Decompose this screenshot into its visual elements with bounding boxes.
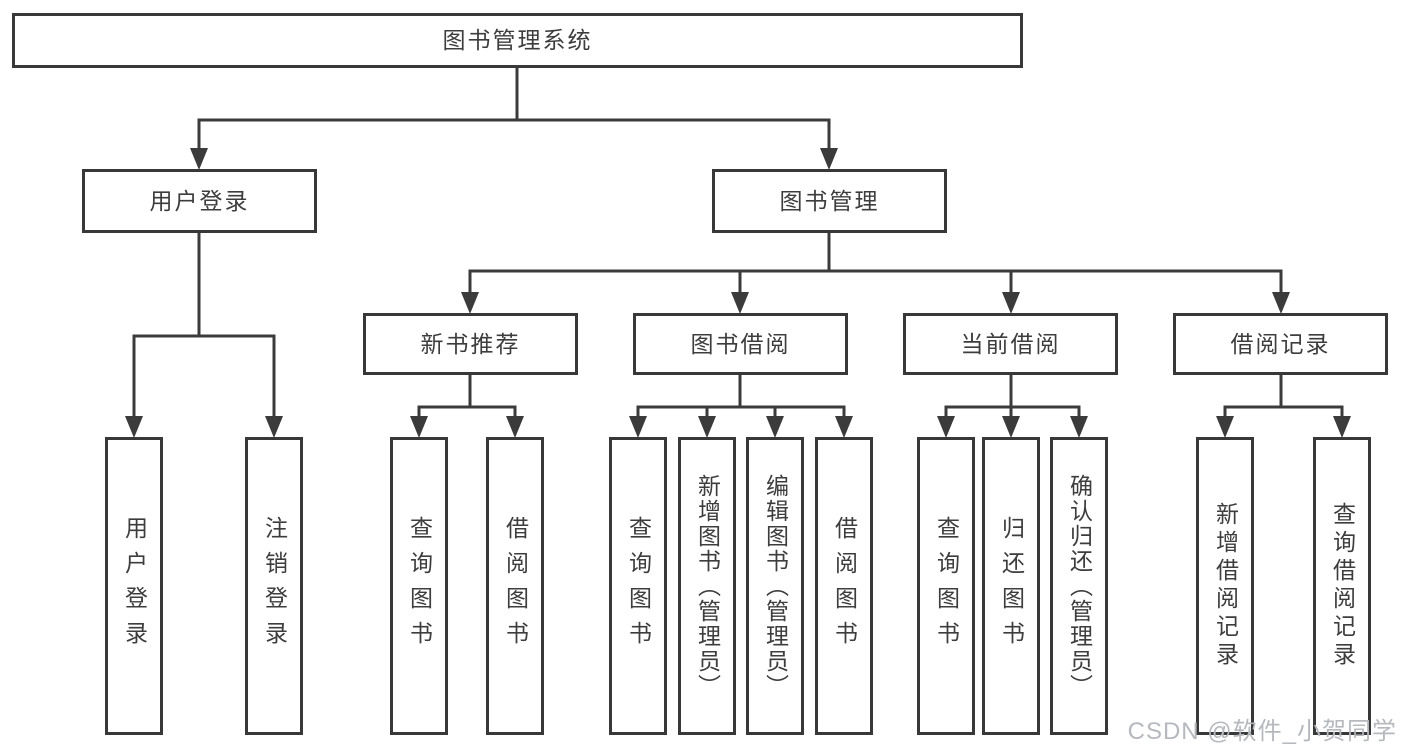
- leaf-query-borrow-record: 查询借阅记录: [1313, 437, 1371, 735]
- leaf-user-login: 用户登录: [105, 437, 163, 735]
- node-library-system: 图书管理系统: [12, 13, 1023, 68]
- node-book-management: 图书管理: [712, 169, 947, 233]
- arrowheads: [125, 148, 1351, 438]
- node-book-borrowing: 图书借阅: [633, 313, 848, 375]
- leaf-add-borrow-record: 新增借阅记录: [1196, 437, 1254, 735]
- leaf-borrow-books-borrowing: 借阅图书: [815, 437, 873, 735]
- leaf-return-book: 归还图书: [982, 437, 1040, 735]
- node-user-login: 用户登录: [82, 169, 317, 233]
- leaf-confirm-return-admin: 确认归还（管理员）: [1050, 437, 1108, 735]
- leaf-borrow-books-recommend: 借阅图书: [486, 437, 544, 735]
- node-new-book-recommend: 新书推荐: [363, 313, 578, 375]
- leaf-query-books-recommend: 查询图书: [390, 437, 448, 735]
- leaf-add-book-admin: 新增图书（管理员）: [678, 437, 736, 735]
- leaf-logout: 注销登录: [245, 437, 303, 735]
- watermark: CSDN @软件_小贺同学: [1127, 718, 1397, 745]
- node-borrowing-records: 借阅记录: [1173, 313, 1388, 375]
- leaf-query-books-borrowing: 查询图书: [609, 437, 667, 735]
- node-current-borrowing: 当前借阅: [903, 313, 1118, 375]
- leaf-query-books-current: 查询图书: [917, 437, 975, 735]
- leaf-edit-book-admin: 编辑图书（管理员）: [746, 437, 804, 735]
